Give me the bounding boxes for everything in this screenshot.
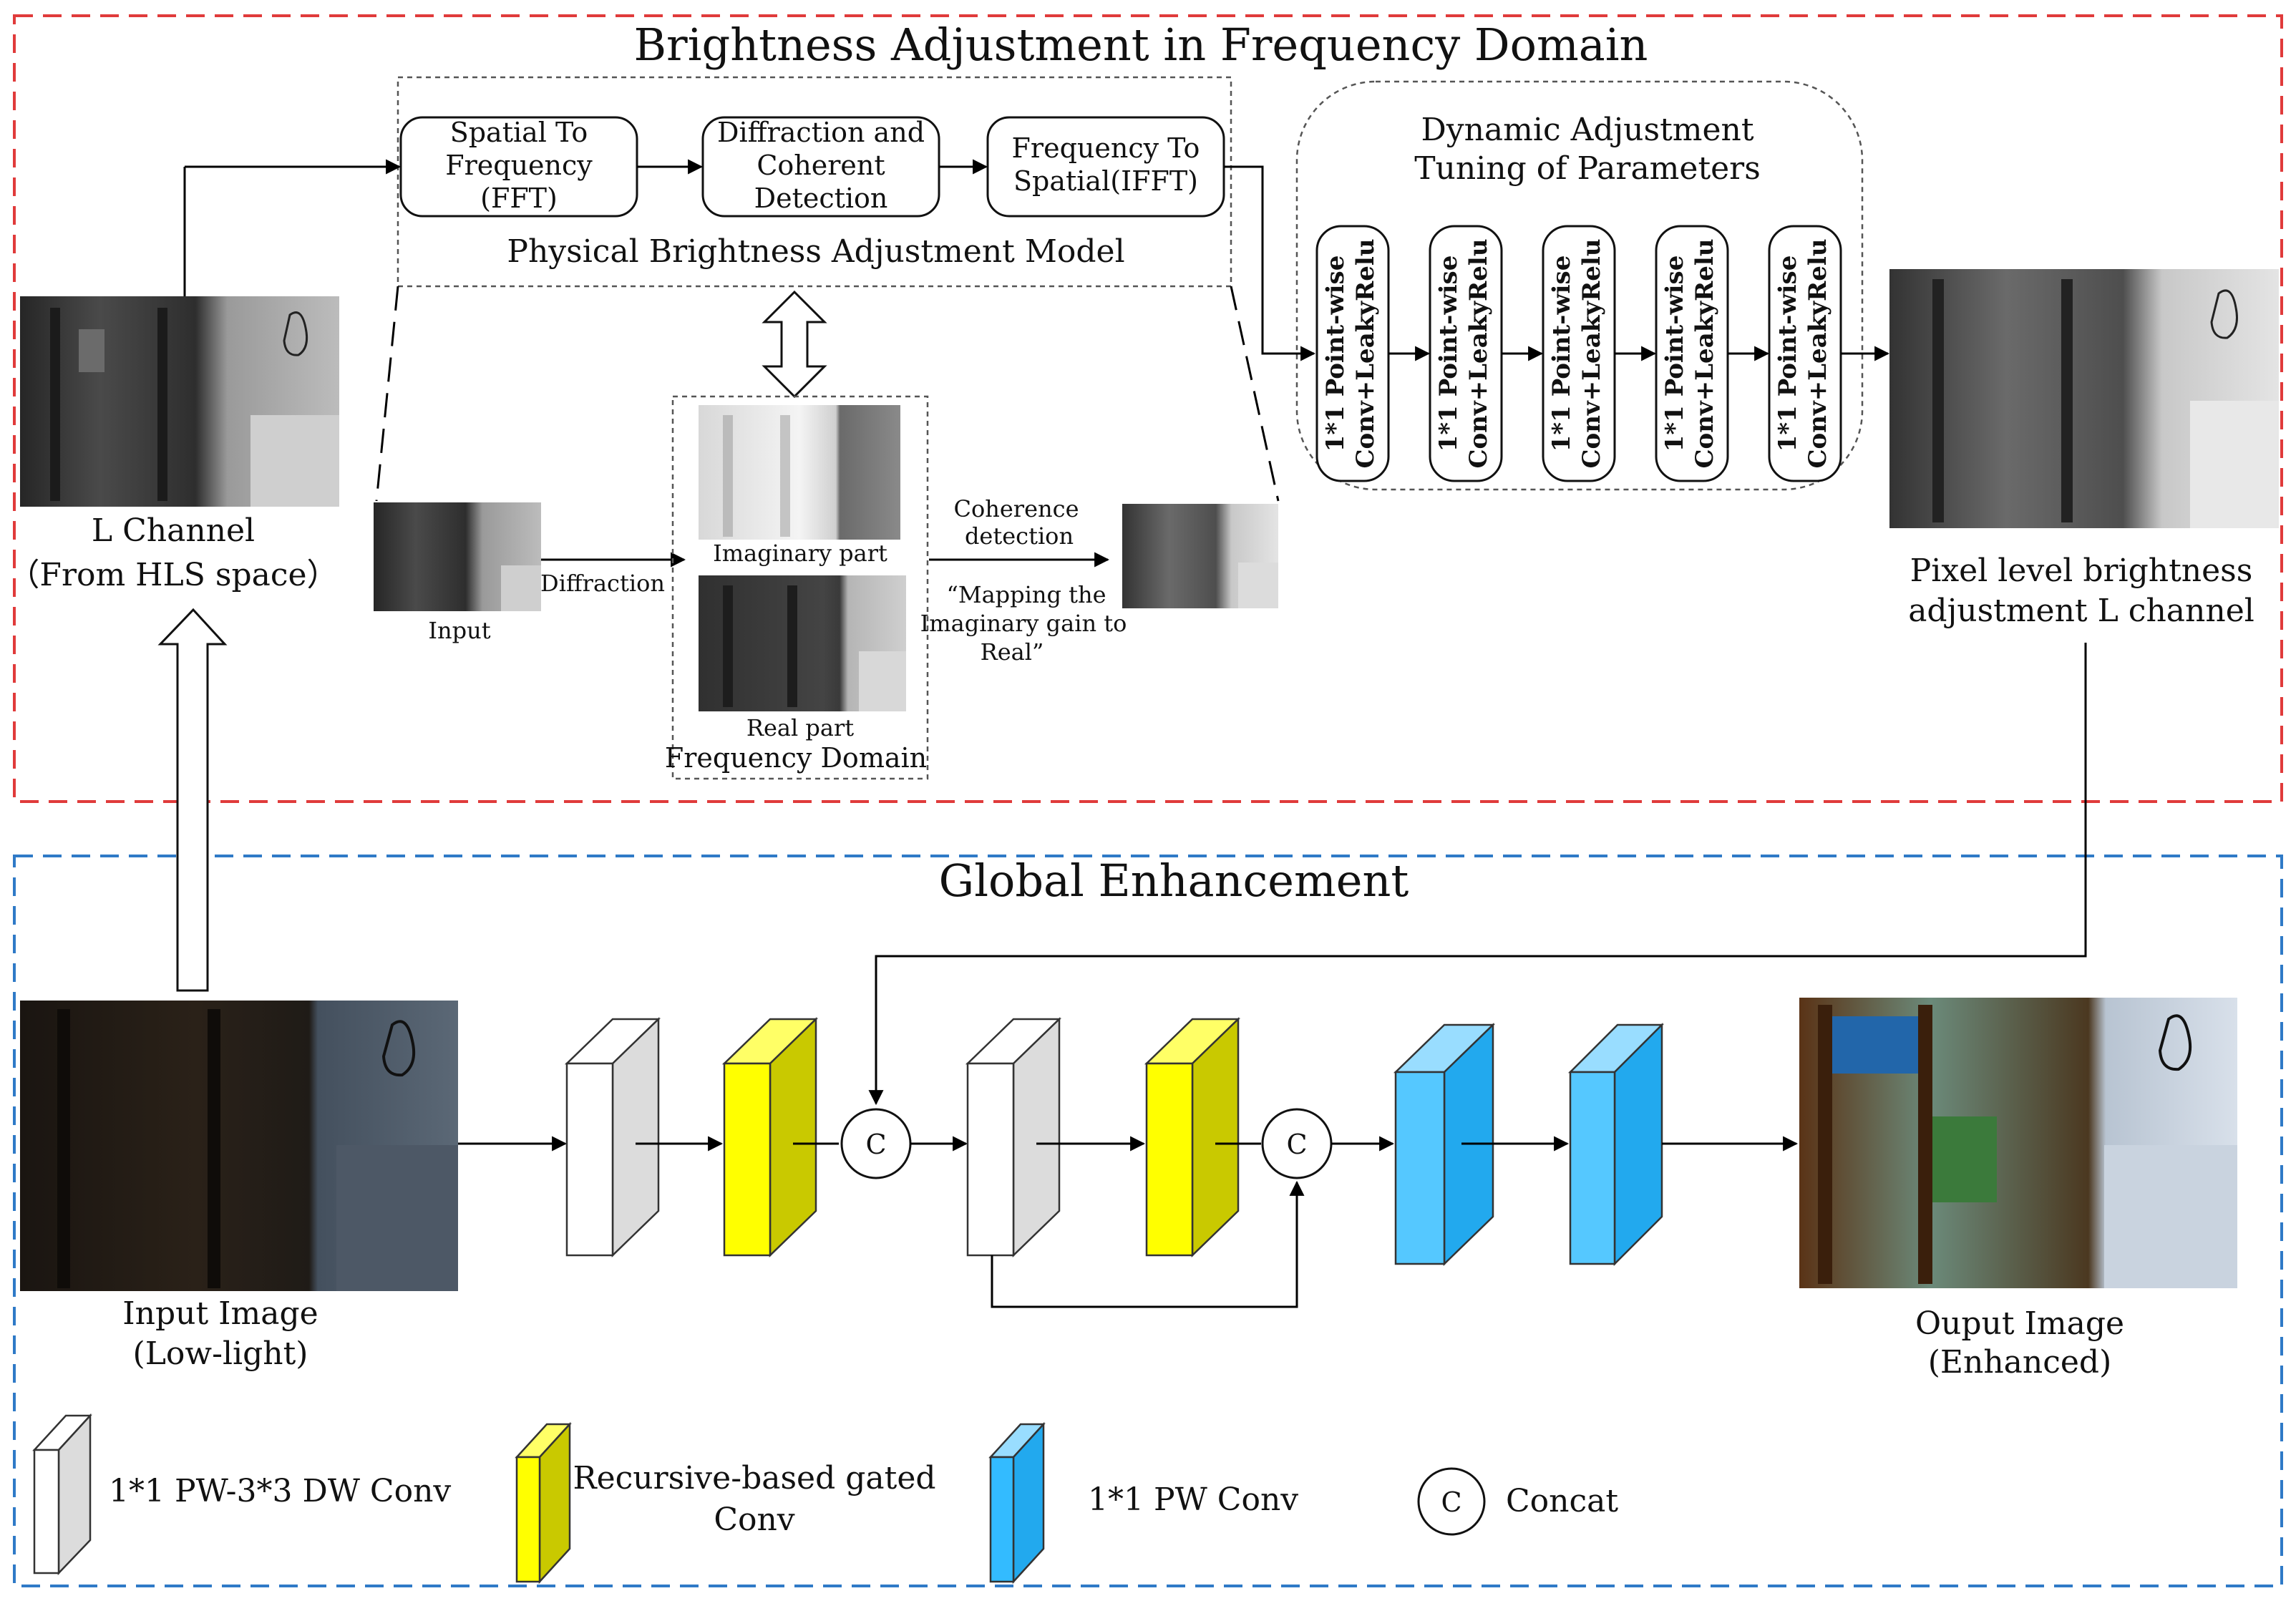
lchannel-image: [20, 296, 339, 507]
legend-gated-icon: [515, 1421, 572, 1585]
legend-pwdw-icon: [32, 1413, 92, 1576]
legend-concat-icon: [1417, 1467, 1486, 1536]
input-lowlight-image: [20, 1001, 458, 1291]
detail-input-label: Input: [428, 617, 490, 644]
pwdw-conv-block-1: [564, 1017, 661, 1257]
frequency-domain-section: [13, 14, 2283, 803]
legend-gated-label-2: Conv: [714, 1502, 794, 1538]
legend-pw-icon: [988, 1421, 1046, 1585]
imaginary-part-image: [699, 405, 900, 540]
legend-concat-symbol: C: [1441, 1486, 1461, 1518]
fft-box-line3: (FFT): [480, 182, 558, 214]
pixel-level-image: [1889, 269, 2279, 528]
diffraction-box-line1: Diffraction and: [717, 117, 925, 148]
coherence-label-2: detection: [965, 522, 1074, 550]
ifft-box-line1: Frequency To: [1012, 132, 1200, 164]
pwdw-conv-block-2: [965, 1017, 1062, 1257]
dynamic-title-1: Dynamic Adjustment: [1421, 112, 1753, 148]
legend-gated-label-1: Recursive-based gated: [573, 1460, 935, 1496]
pixel-level-label-2: adjustment L channel: [1908, 593, 2254, 629]
double-arrow-icon: [762, 290, 827, 399]
frequency-domain-frame: [671, 395, 929, 780]
input-image-label-1: Input Image: [122, 1295, 318, 1332]
diffraction-label: Diffraction: [540, 570, 665, 597]
mapping-label-1: “Mapping the: [946, 581, 1106, 608]
pw-conv-5-line1: 1*1 Point-wise: [1774, 255, 1802, 452]
physical-model-title: Physical Brightness Adjustment Model: [507, 233, 1124, 270]
pw-conv-block-4: 1*1 Point-wise Conv+LeakyRelu: [1655, 225, 1729, 482]
ifft-box-line2: Spatial(IFFT): [1013, 165, 1198, 197]
legend-pw-label: 1*1 PW Conv: [1088, 1481, 1298, 1518]
pw-conv-4-line1: 1*1 Point-wise: [1660, 255, 1689, 452]
pixel-level-label-1: Pixel level brightness: [1910, 553, 2253, 589]
frequency-domain-label: Frequency Domain: [665, 742, 927, 774]
pw-conv-block-5: 1*1 Point-wise Conv+LeakyRelu: [1768, 225, 1842, 482]
hollow-arrow-up-icon: [157, 608, 228, 992]
lchannel-label-1: L Channel: [92, 512, 255, 549]
dynamic-adjustment-frame: [1295, 80, 1864, 491]
arrow-ifft-to-dynamic: [1224, 165, 1316, 361]
lchannel-label-2: （From HLS space）: [8, 557, 338, 593]
frequency-section-title: Brightness Adjustment in Frequency Domai…: [634, 19, 1648, 71]
diffraction-box-line2: Coherent: [757, 150, 885, 181]
coherence-label-1: Coherence: [954, 495, 1079, 522]
diffraction-box-line3: Detection: [754, 182, 888, 214]
global-enhancement-section: [13, 855, 2283, 1587]
pw-conv-2-line1: 1*1 Point-wise: [1434, 255, 1463, 452]
coherence-result-image: [1122, 504, 1278, 608]
fft-box-line2: Frequency: [445, 150, 593, 181]
pw-conv-4-line2: Conv+LeakyRelu: [1691, 238, 1719, 468]
dynamic-title-2: Tuning of Parameters: [1414, 150, 1761, 187]
fft-box-line1: Spatial To: [450, 117, 588, 148]
pw-conv-1-line1: 1*1 Point-wise: [1321, 255, 1350, 452]
zoom-line-left: [375, 286, 399, 502]
global-section-title: Global Enhancement: [939, 855, 1409, 907]
pw-conv-block-2: 1*1 Point-wise Conv+LeakyRelu: [1429, 225, 1503, 482]
gated-conv-block-1: [721, 1017, 819, 1257]
detail-input-image: [374, 502, 541, 611]
pw-conv-block-1: 1*1 Point-wise Conv+LeakyRelu: [1315, 225, 1390, 482]
pw-conv-block-3: 1*1 Point-wise Conv+LeakyRelu: [1542, 225, 1616, 482]
zoom-line-right: [1230, 286, 1280, 502]
imaginary-part-label: Imaginary part: [713, 540, 887, 567]
pw-conv-5-line2: Conv+LeakyRelu: [1804, 238, 1832, 468]
arrow-pixel-to-concat: [868, 643, 2087, 1106]
real-part-image: [699, 575, 906, 711]
gated-conv-block-2: [1144, 1017, 1241, 1257]
input-image-label-2: (Low-light): [133, 1335, 308, 1372]
output-image-label-2: (Enhanced): [1928, 1344, 2112, 1381]
output-image-label-1: Ouput Image: [1915, 1305, 2124, 1342]
mapping-label-3: Real”: [981, 638, 1044, 666]
pw-conv-1-line2: Conv+LeakyRelu: [1351, 238, 1380, 468]
legend-pwdw-label: 1*1 PW-3*3 DW Conv: [109, 1473, 451, 1509]
mapping-label-2: Imaginary gain to: [920, 610, 1127, 637]
legend-concat-label: Concat: [1506, 1483, 1618, 1519]
pw-conv-3-line2: Conv+LeakyRelu: [1577, 238, 1606, 468]
pw-conv-global-block-2: [1567, 1022, 1665, 1267]
concat-node-1-symbol: C: [865, 1129, 886, 1160]
pw-conv-3-line1: 1*1 Point-wise: [1547, 255, 1576, 452]
concat-node-2-symbol: C: [1286, 1129, 1307, 1160]
real-part-label: Real part: [746, 714, 854, 741]
skip-connection: [991, 1180, 1305, 1308]
output-enhanced-image: [1799, 998, 2237, 1288]
pw-conv-2-line2: Conv+LeakyRelu: [1464, 238, 1493, 468]
